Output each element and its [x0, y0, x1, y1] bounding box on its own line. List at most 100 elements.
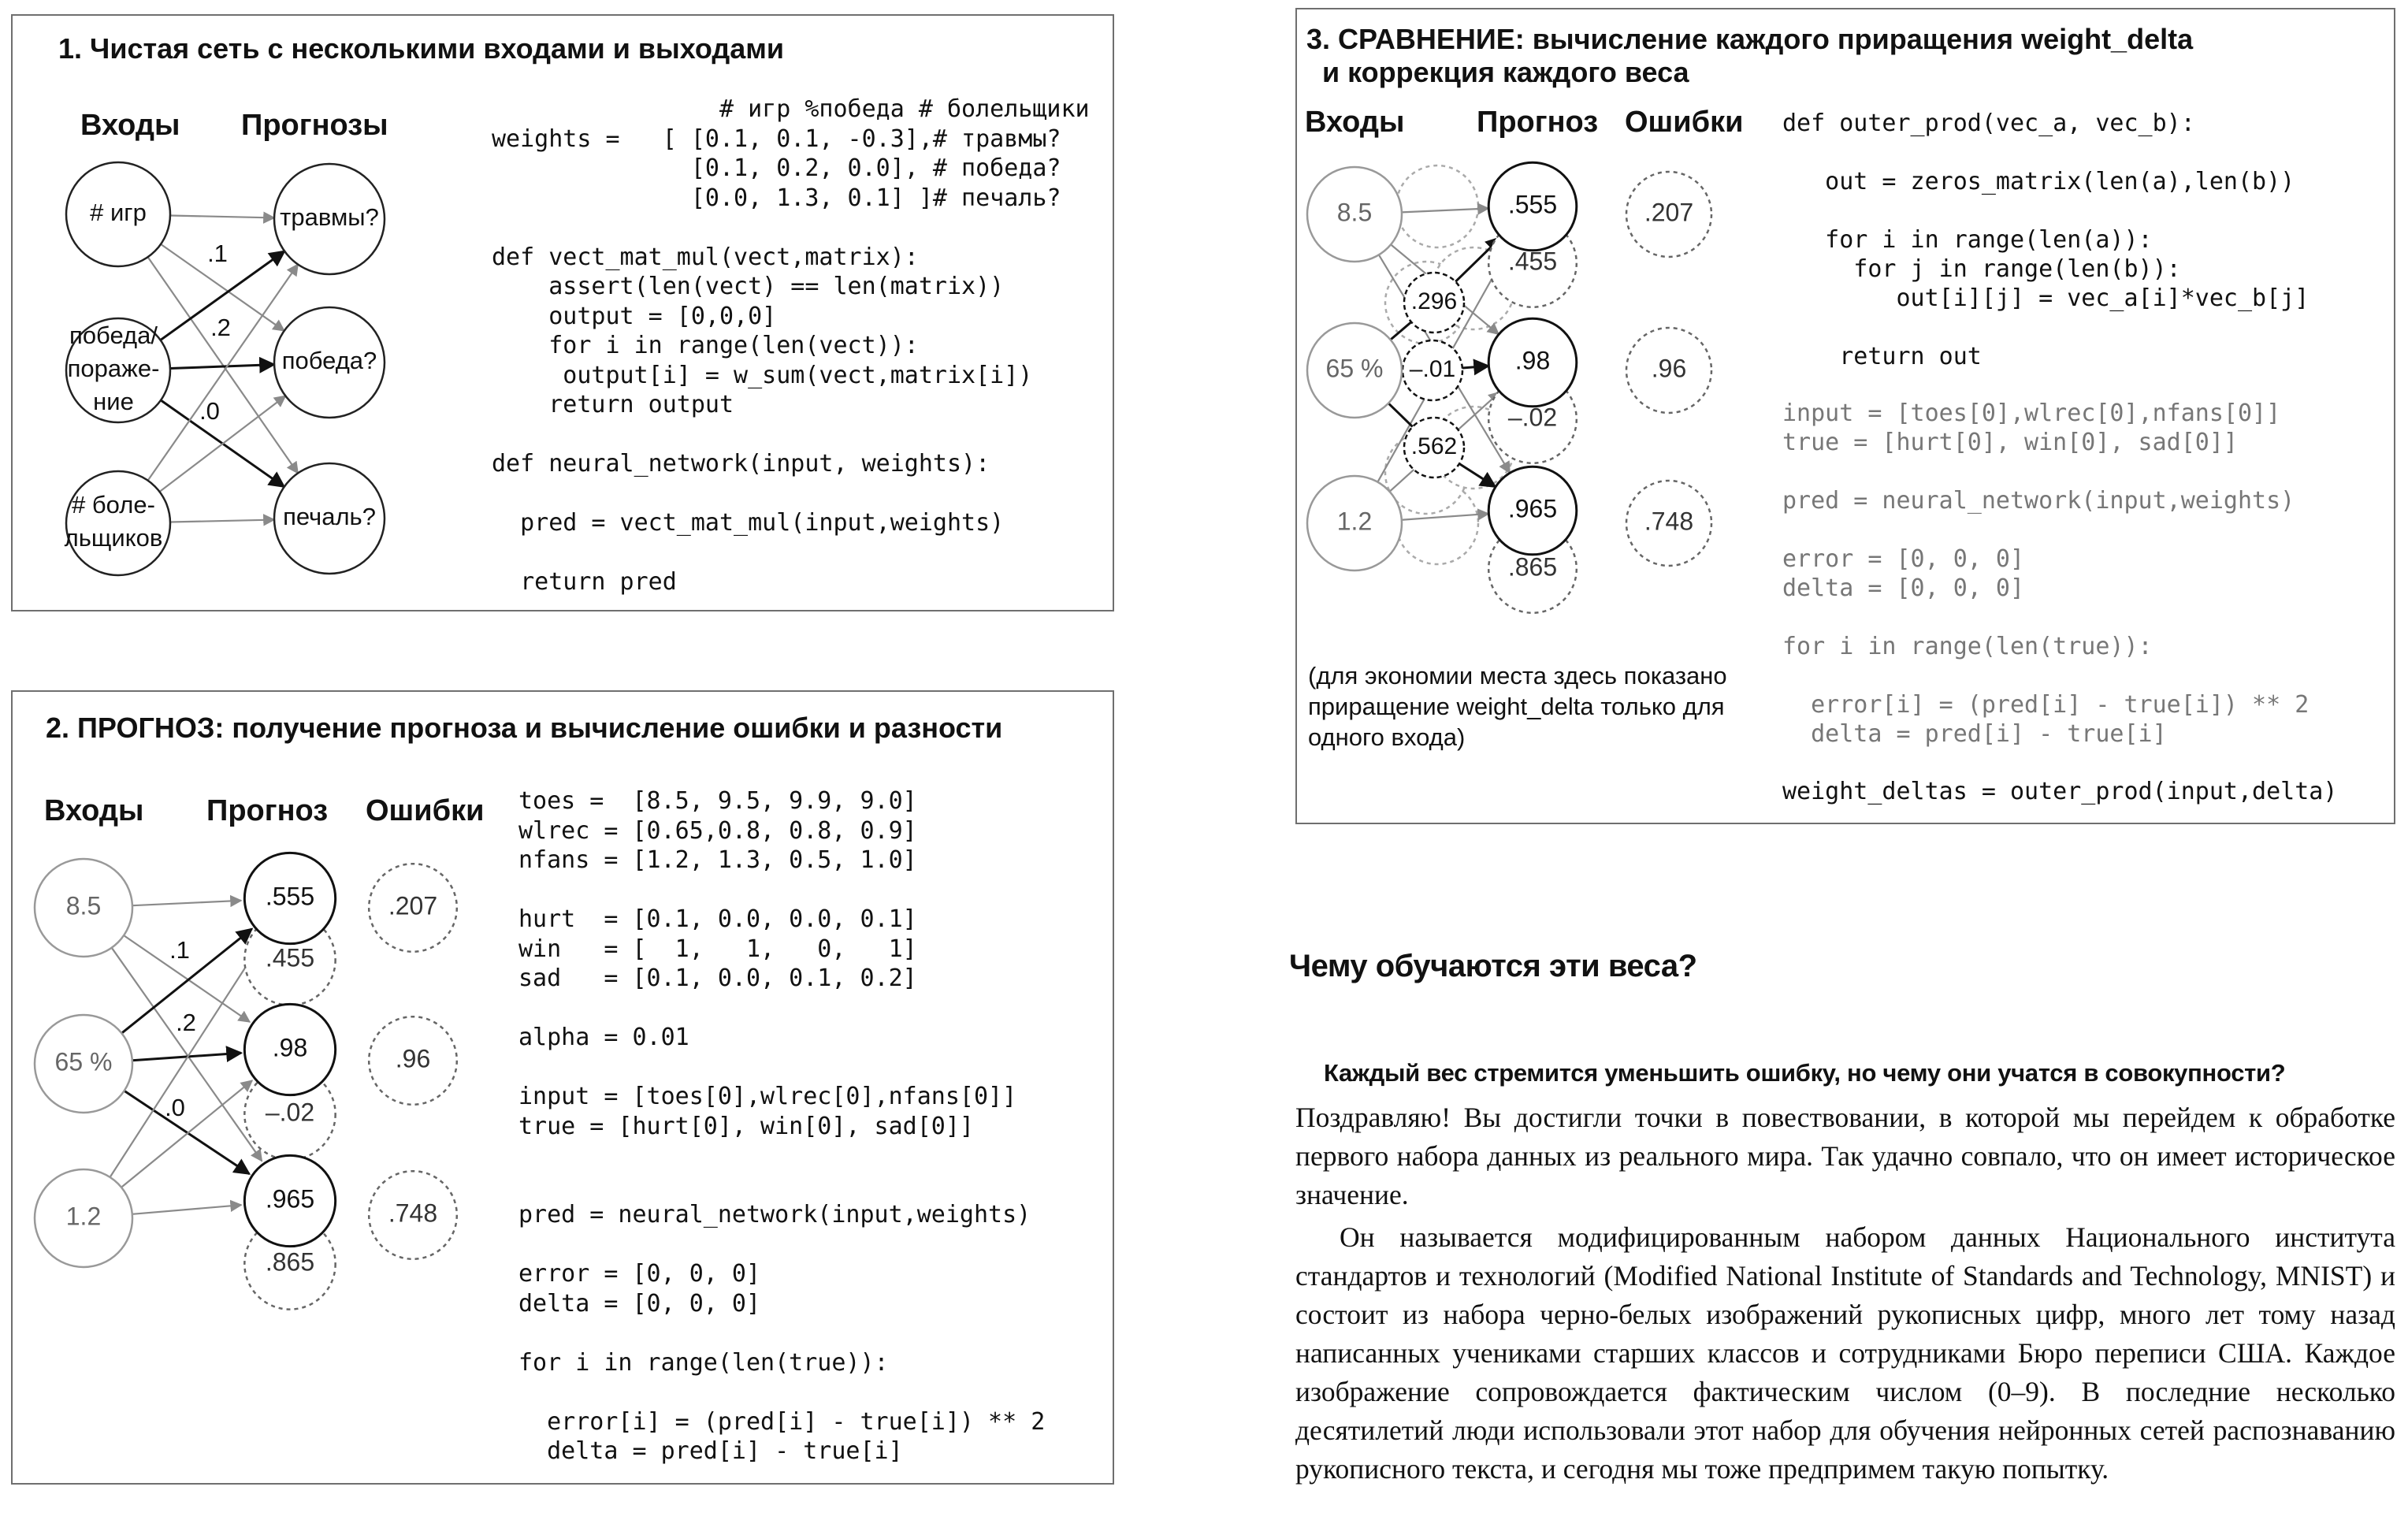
error-node: [1625, 479, 1713, 567]
prediction-node: [1487, 317, 1578, 408]
delta-node-label: –.02: [1508, 403, 1557, 431]
panel-3-predictions-header: Прогноз: [1477, 106, 1599, 139]
arrow: [169, 211, 276, 224]
panel-1-title: 1. Чистая сеть с несколькими входами и в…: [58, 32, 785, 65]
weight-delta-node: [1403, 271, 1466, 334]
panel-3-note: (для экономии места здесь показано прира…: [1308, 660, 1727, 753]
weight-delta-label: –.01: [1410, 356, 1455, 382]
code-line: output = [0,0,0]: [492, 302, 777, 330]
output-node: [273, 462, 386, 575]
weight-label: .1: [169, 936, 190, 964]
input-node-label: # боле-: [72, 491, 155, 518]
code-line: [1782, 603, 2309, 632]
output-node-label: победа?: [282, 347, 377, 374]
arrow: [159, 250, 286, 341]
code-line: [0.0, 1.3, 0.1] ]# печаль?: [492, 184, 1061, 212]
panel-2-errors-header: Ошибки: [366, 794, 485, 827]
input-node-label: 8.5: [1337, 198, 1372, 226]
error-node: [367, 1169, 459, 1261]
code-line: win = [ 1, 1, 0, 1]: [518, 935, 917, 963]
code-line: toes = [8.5, 9.5, 9.9, 9.0]: [518, 787, 917, 815]
error-node-label: .207: [388, 891, 437, 920]
input-node-label: победа/: [69, 321, 158, 349]
code-line: [1782, 313, 2309, 342]
code-line: return out: [1782, 343, 1982, 370]
code-line: def neural_network(input, weights):: [492, 450, 990, 478]
arrow: [160, 243, 285, 332]
code-line: weight_deltas = outer_prod(input,delta): [1782, 778, 2338, 805]
error-node-label: .748: [388, 1199, 437, 1227]
code-line: assert(len(vect) == len(matrix)): [492, 273, 1005, 300]
code-line: error = [0, 0, 0]: [518, 1260, 761, 1288]
arrow: [132, 1199, 243, 1215]
prediction-node: [243, 851, 337, 946]
input-node: [65, 161, 172, 268]
output-node: [273, 306, 386, 419]
delta-node-label: .455: [266, 943, 314, 972]
prediction-node-label: .965: [266, 1184, 314, 1213]
code-line: input = [toes[0],wlrec[0],nfans[0]]: [1782, 400, 2281, 427]
input-node-label: льщиков: [65, 524, 163, 552]
paragraph-2: Он называется модифицированным набором д…: [1295, 1221, 2395, 1485]
input-node: [65, 470, 172, 577]
section-heading: Чему обучаются эти веса?: [1289, 949, 1697, 983]
input-node-label: 65 %: [55, 1047, 113, 1076]
arrow: [147, 256, 299, 474]
panel-3-code-last: weight_deltas = outer_prod(input,delta): [1782, 777, 2337, 806]
input-node-label: ние: [93, 388, 134, 415]
arrow: [1459, 463, 1497, 489]
input-node-label: # игр: [90, 199, 147, 226]
connector-line: [1389, 321, 1413, 341]
input-node: [1306, 474, 1403, 572]
weight-delta-label: .562: [1411, 433, 1457, 459]
arrow: [132, 894, 243, 908]
arrow: [123, 1090, 251, 1175]
code-line: for i in range(len(true)):: [1782, 633, 2153, 660]
error-node-label: .96: [396, 1044, 430, 1072]
panel-3-inputs-header: Входы: [1305, 106, 1405, 139]
error-node: [367, 1015, 459, 1106]
weight-label: .1: [207, 240, 228, 267]
code-line: [1782, 138, 2309, 167]
error-node: [367, 862, 459, 953]
panel-3-code-function: def outer_prod(vec_a, vec_b): out = zero…: [1782, 109, 2309, 371]
input-node: [33, 1013, 134, 1114]
input-node: [1306, 321, 1403, 419]
delta-node-label: –.02: [266, 1098, 314, 1126]
error-node-label: .96: [1652, 354, 1686, 382]
arrow: [147, 263, 299, 481]
weight-label: .2: [210, 314, 231, 341]
paragraph-1: Поздравляю! Вы достигли точки в повество…: [1295, 1102, 2395, 1210]
code-line: pred = neural_network(input,weights): [518, 1201, 1031, 1228]
panel-3-title-line-1: 3. СРАВНЕНИЕ: вычисление каждого прираще…: [1306, 23, 2194, 55]
connector-line: [1388, 402, 1414, 428]
code-line: for i in range(len(vect)):: [492, 332, 919, 359]
code-line: output[i] = w_sum(vect,matrix[i]): [492, 361, 1033, 389]
output-node-label: печаль?: [283, 503, 376, 530]
arrow: [1401, 508, 1490, 521]
panel-2: [11, 690, 1114, 1485]
code-line: nfans = [1.2, 1.3, 0.5, 1.0]: [518, 846, 917, 874]
output-node-label: травмы?: [280, 203, 379, 231]
code-line: true = [hurt[0], win[0], sad[0]]: [1782, 429, 2238, 456]
arrow: [169, 514, 276, 526]
arrow: [169, 356, 277, 374]
panel-1: [11, 14, 1114, 611]
arrow: [123, 935, 251, 1023]
output-node: [273, 162, 386, 276]
code-line: [1782, 196, 2309, 225]
code-line: error[i] = (pred[i] - true[i]) ** 2: [518, 1407, 1046, 1436]
code-line: [1782, 661, 2309, 690]
code-line: pred = neural_network(input,weights): [1782, 487, 2295, 515]
panel-3-note-line: приращение weight_delta только для: [1308, 693, 1725, 720]
code-line: delta = pred[i] - true[i]: [1782, 720, 2167, 748]
code-line: [0.1, 0.2, 0.0], # победа?: [492, 154, 1061, 182]
prediction-node-label: .965: [1508, 494, 1557, 522]
panel-3-errors-header: Ошибки: [1625, 106, 1744, 139]
arrow: [1462, 359, 1491, 376]
code-line: # игр %победа # болельщики: [492, 95, 1090, 123]
code-line: [1782, 457, 2309, 486]
